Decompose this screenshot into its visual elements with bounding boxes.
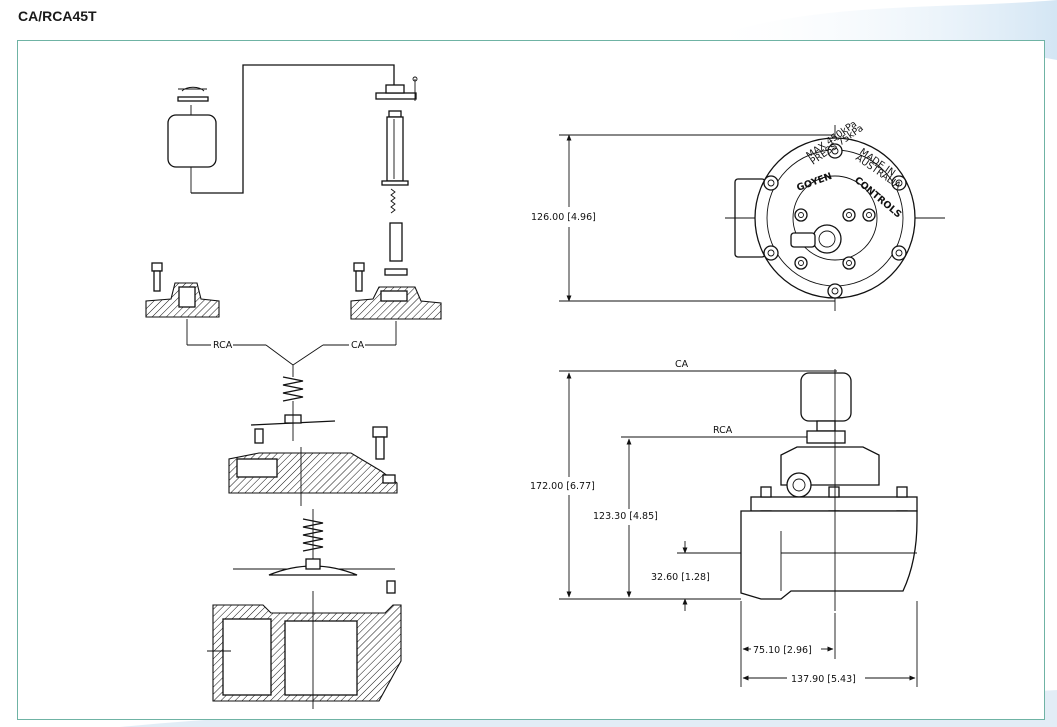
side-view: CA RCA 172.00 [6.77] 123.30 [4.85] 32.60… xyxy=(530,359,918,687)
pilot-cap-assembly xyxy=(375,76,418,276)
pilot-boss xyxy=(812,224,842,254)
cover-rca xyxy=(145,262,220,345)
dim-half-width: 75.10 [2.96] xyxy=(753,645,812,656)
exploded-view: RCA CA xyxy=(145,64,442,709)
side-body xyxy=(740,510,918,600)
body-outline xyxy=(754,137,916,299)
pilot-cable xyxy=(191,64,395,194)
cover-ca xyxy=(350,262,442,345)
solenoid-coil xyxy=(167,86,217,193)
dim-full-width: 137.90 [5.43] xyxy=(791,674,856,685)
top-view: 126.00 [4.96] MAX 450kPa PRESS 75kP xyxy=(531,119,945,311)
valve-body-top xyxy=(228,447,398,506)
cap-bolts xyxy=(763,143,907,299)
pilot-diaphragm xyxy=(250,401,388,460)
side-label-ca: CA xyxy=(675,359,689,370)
pilot-spring xyxy=(282,376,304,402)
valve-body-bottom xyxy=(207,591,402,709)
side-coil xyxy=(800,372,852,422)
label-rca: RCA xyxy=(213,340,233,351)
main-spring xyxy=(302,518,324,552)
drawing-frame: RCA CA xyxy=(17,40,1045,720)
variant-leader: RCA CA xyxy=(187,340,396,377)
label-ca: CA xyxy=(351,340,365,351)
main-diaphragm xyxy=(233,558,396,594)
dim-outlet-height: 32.60 [1.28] xyxy=(651,572,710,583)
page-title: CA/RCA45T xyxy=(18,8,97,24)
dim-ca-height: 172.00 [6.77] xyxy=(530,481,595,492)
technical-drawing: RCA CA xyxy=(145,64,945,709)
side-label-rca: RCA xyxy=(713,425,733,436)
dim-top-height: 126.00 [4.96] xyxy=(531,212,596,223)
dim-rca-height: 123.30 [4.85] xyxy=(593,511,658,522)
side-flange xyxy=(750,496,918,512)
